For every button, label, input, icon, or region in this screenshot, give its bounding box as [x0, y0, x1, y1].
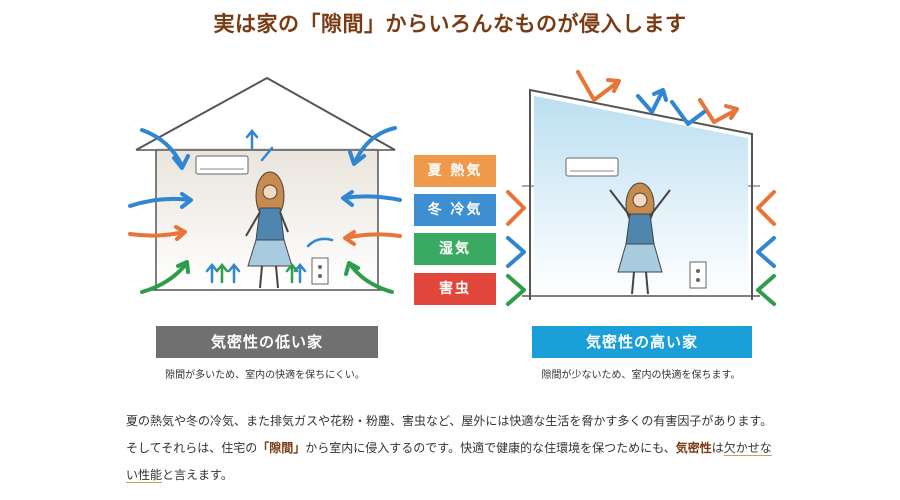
- underline-essential-performance: 欠かせない性能: [126, 441, 772, 482]
- right-house-wall: [529, 88, 753, 300]
- right-house: [506, 70, 776, 306]
- heat-arrow: [506, 190, 526, 226]
- right-woman-figure: [609, 182, 671, 295]
- right-house-deflected-arrows: [506, 70, 776, 306]
- left-house-banner: 気密性の低い家: [156, 326, 378, 358]
- left-house-roof: [135, 76, 396, 151]
- legend-humidity: 湿気: [414, 233, 496, 265]
- humidity-arrow: [756, 274, 776, 306]
- heat-arrow: [344, 232, 402, 240]
- heat-arrow: [128, 230, 186, 238]
- cold-arrow: [506, 236, 526, 268]
- emphasis-gap: 「隙間」: [257, 441, 306, 455]
- heat-arrow: [756, 190, 776, 226]
- legend-pests: 害虫: [414, 273, 496, 305]
- cold-arrow: [756, 236, 776, 268]
- left-wall-outlet: [311, 257, 329, 285]
- right-wall-outlet: [689, 261, 707, 289]
- left-woman-figure: [245, 171, 293, 289]
- left-house-arrows: [128, 126, 402, 294]
- left-air-conditioner: [195, 155, 249, 175]
- left-house-small-arrows: [205, 129, 334, 284]
- cold-arrow: [670, 100, 706, 126]
- page-title: 実は家の「隙間」からいろんなものが侵入します: [213, 12, 687, 36]
- emphasis-airtightness: 気密性: [675, 441, 712, 455]
- cold-arrow: [636, 90, 664, 114]
- cold-arrow: [342, 194, 402, 202]
- heat-arrow: [698, 98, 738, 124]
- cold-arrow: [128, 196, 192, 208]
- left-house-caption: 隙間が多いため、室内の快適を保ちにくい。: [165, 370, 365, 381]
- legend-summer-heat: 夏 熱気: [414, 155, 496, 187]
- right-house-banner: 気密性の高い家: [532, 326, 752, 358]
- left-house: [128, 76, 402, 294]
- description-paragraph: 夏の熱気や冬の冷気、また排気ガスや花粉・粉塵、害虫など、屋外には快適な生活を脅か…: [126, 414, 773, 482]
- right-air-conditioner: [565, 157, 619, 177]
- cold-arrow: [140, 128, 184, 168]
- humidity-arrow: [506, 274, 526, 306]
- legend-winter-cold: 冬 冷気: [414, 194, 496, 226]
- heat-arrow: [576, 70, 620, 102]
- cold-arrow: [353, 126, 397, 164]
- right-house-caption: 隙間が少ないため、室内の快適を保ちます。: [541, 370, 741, 381]
- humidity-arrow: [140, 262, 188, 294]
